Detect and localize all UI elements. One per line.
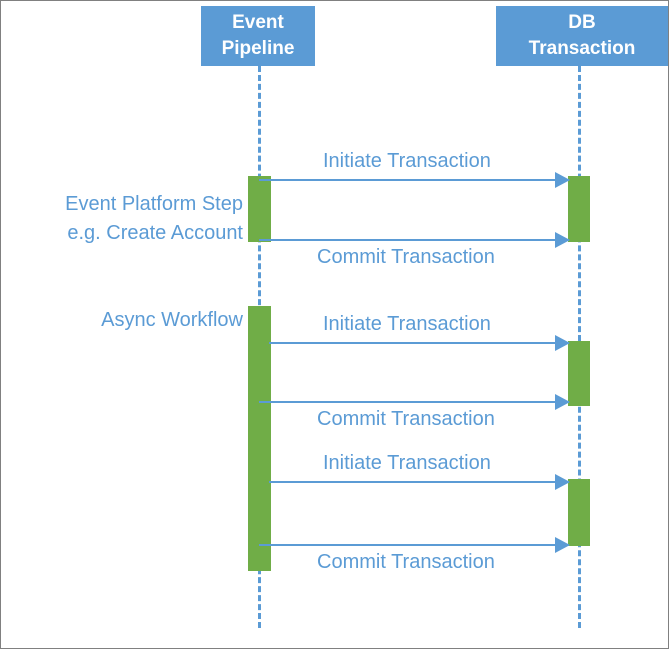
activation-bar-db-transaction-2 [568,341,590,406]
activation-bar-db-transaction-3 [568,479,590,546]
arrowhead-right-icon [555,537,570,553]
message-line [259,401,569,403]
arrowhead-right-icon [555,394,570,410]
activation-bar-db-transaction-1 [568,176,590,242]
message-line [269,342,569,344]
arrowhead-right-icon [555,474,570,490]
activation-bar-event-pipeline-1 [248,176,271,242]
arrowhead-right-icon [555,335,570,351]
message-line [259,544,569,546]
message-label: Commit Transaction [317,551,495,573]
message-line [259,239,569,241]
arrowhead-right-icon [555,232,570,248]
message-label: Commit Transaction [317,246,495,268]
message-label: Commit Transaction [317,408,495,430]
activation-bar-event-pipeline-2 [248,306,271,571]
message-label: Initiate Transaction [323,313,491,335]
note-event-platform-step: Event Platform Step e.g. Create Account [65,193,243,244]
participant-event-pipeline[interactable]: Event Pipeline [201,6,315,66]
participant-event-pipeline-label: Event Pipeline [221,12,295,59]
message-line [269,481,569,483]
message-label: Initiate Transaction [323,150,491,172]
note-async-workflow: Async Workflow [101,309,243,331]
message-line [259,179,569,181]
participant-db-transaction[interactable]: DB Transaction [496,6,668,66]
arrowhead-right-icon [555,172,570,188]
message-label: Initiate Transaction [323,452,491,474]
participant-db-transaction-label: DB Transaction [528,12,636,59]
